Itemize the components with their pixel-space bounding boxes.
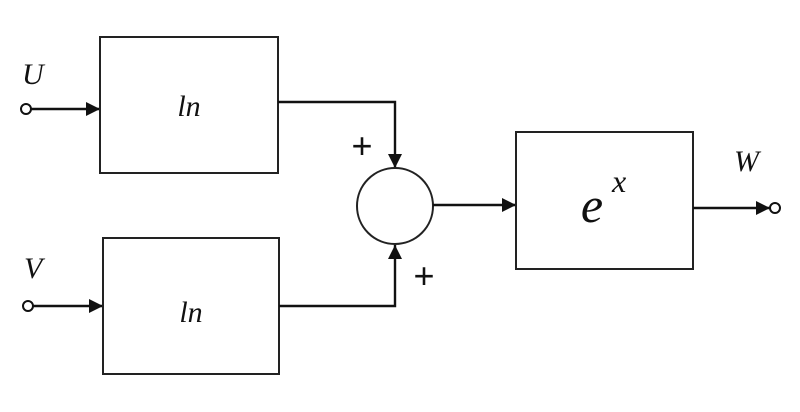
summing-junction <box>356 167 434 245</box>
top-ln-block <box>99 36 279 174</box>
exp-block <box>515 131 694 270</box>
top-plus-sign: + <box>351 125 372 166</box>
input-v-label: V <box>24 252 46 285</box>
bottom-ln-label: ln <box>179 296 202 329</box>
input-u-port <box>20 103 32 115</box>
exp-power-label: x <box>611 163 626 199</box>
input-v-port <box>22 300 34 312</box>
output-w-port <box>769 202 781 214</box>
exp-base-label: e <box>581 177 603 233</box>
top-branch-wire <box>278 100 402 168</box>
input-u-label: U <box>22 58 46 91</box>
bottom-ln-block <box>102 237 280 375</box>
bottom-plus-sign: + <box>413 255 434 296</box>
output-w-label: W <box>734 145 762 178</box>
top-ln-label: ln <box>177 90 200 123</box>
bottom-branch-wire <box>279 245 402 308</box>
